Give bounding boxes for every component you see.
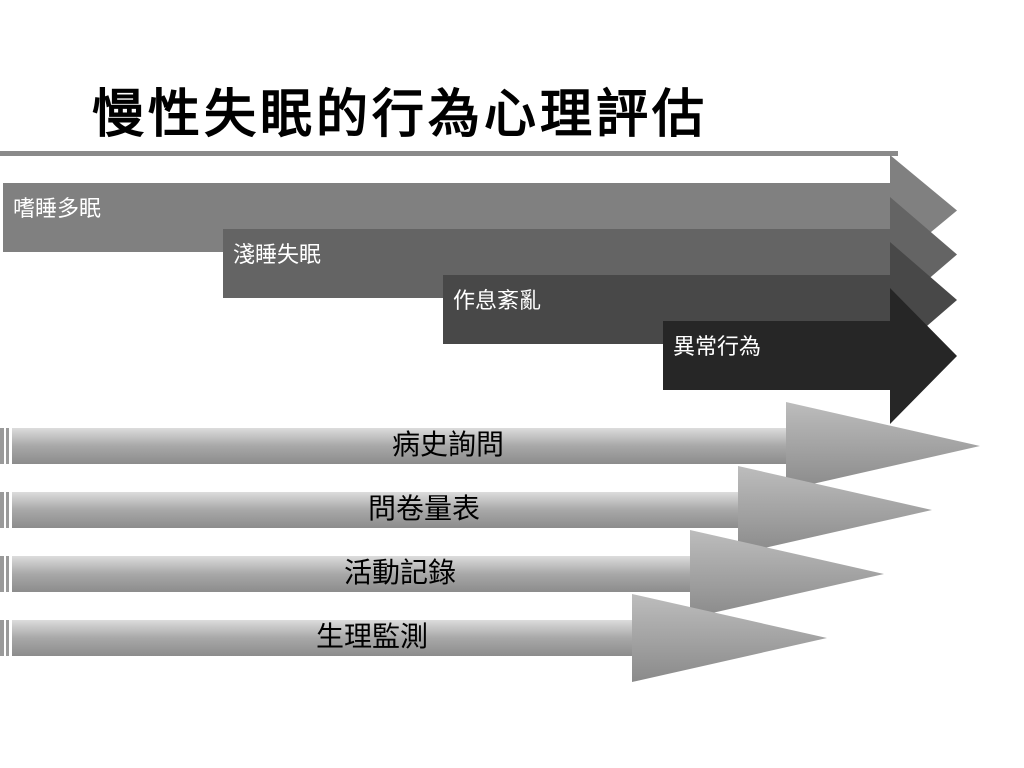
method-arrow — [0, 466, 932, 554]
method-arrow-tail — [0, 620, 4, 656]
method-arrow — [0, 594, 827, 682]
header-rule — [0, 151, 898, 156]
method-arrow-body — [12, 556, 690, 592]
method-arrow-tail — [6, 492, 9, 528]
method-arrow-tail — [0, 492, 4, 528]
category-label: 異常行為 — [673, 335, 762, 360]
method-arrow-body — [12, 492, 738, 528]
method-arrow-body — [12, 428, 786, 464]
method-arrow-head — [690, 530, 884, 618]
method-arrow-head — [786, 402, 980, 490]
method-arrow-tail — [0, 556, 4, 592]
method-arrow-tail — [6, 620, 9, 656]
method-arrow-head — [738, 466, 932, 554]
method-arrows — [0, 402, 980, 682]
category-label: 作息紊亂 — [453, 289, 542, 314]
header-rule-white-gap — [0, 156, 890, 182]
method-arrow-tail — [6, 556, 9, 592]
category-arrow-body — [663, 321, 890, 390]
category-arrow-head — [890, 288, 957, 424]
category-arrows — [3, 155, 957, 424]
category-label: 淺睡失眠 — [233, 243, 322, 268]
method-arrow-tail — [0, 428, 4, 464]
category-arrow — [663, 288, 957, 424]
method-label: 病史詢問 — [392, 428, 505, 461]
category-label: 嗜睡多眠 — [13, 197, 102, 222]
method-arrow-tail — [6, 428, 9, 464]
method-arrow — [0, 530, 884, 618]
method-label: 生理監測 — [316, 620, 429, 653]
method-arrow-body — [12, 620, 632, 656]
slide-title: 慢性失眠的行為心理評估 — [92, 84, 709, 145]
method-label: 活動記錄 — [344, 556, 457, 589]
method-arrow — [0, 402, 980, 490]
method-label: 問卷量表 — [368, 492, 481, 525]
method-arrow-head — [632, 594, 827, 682]
